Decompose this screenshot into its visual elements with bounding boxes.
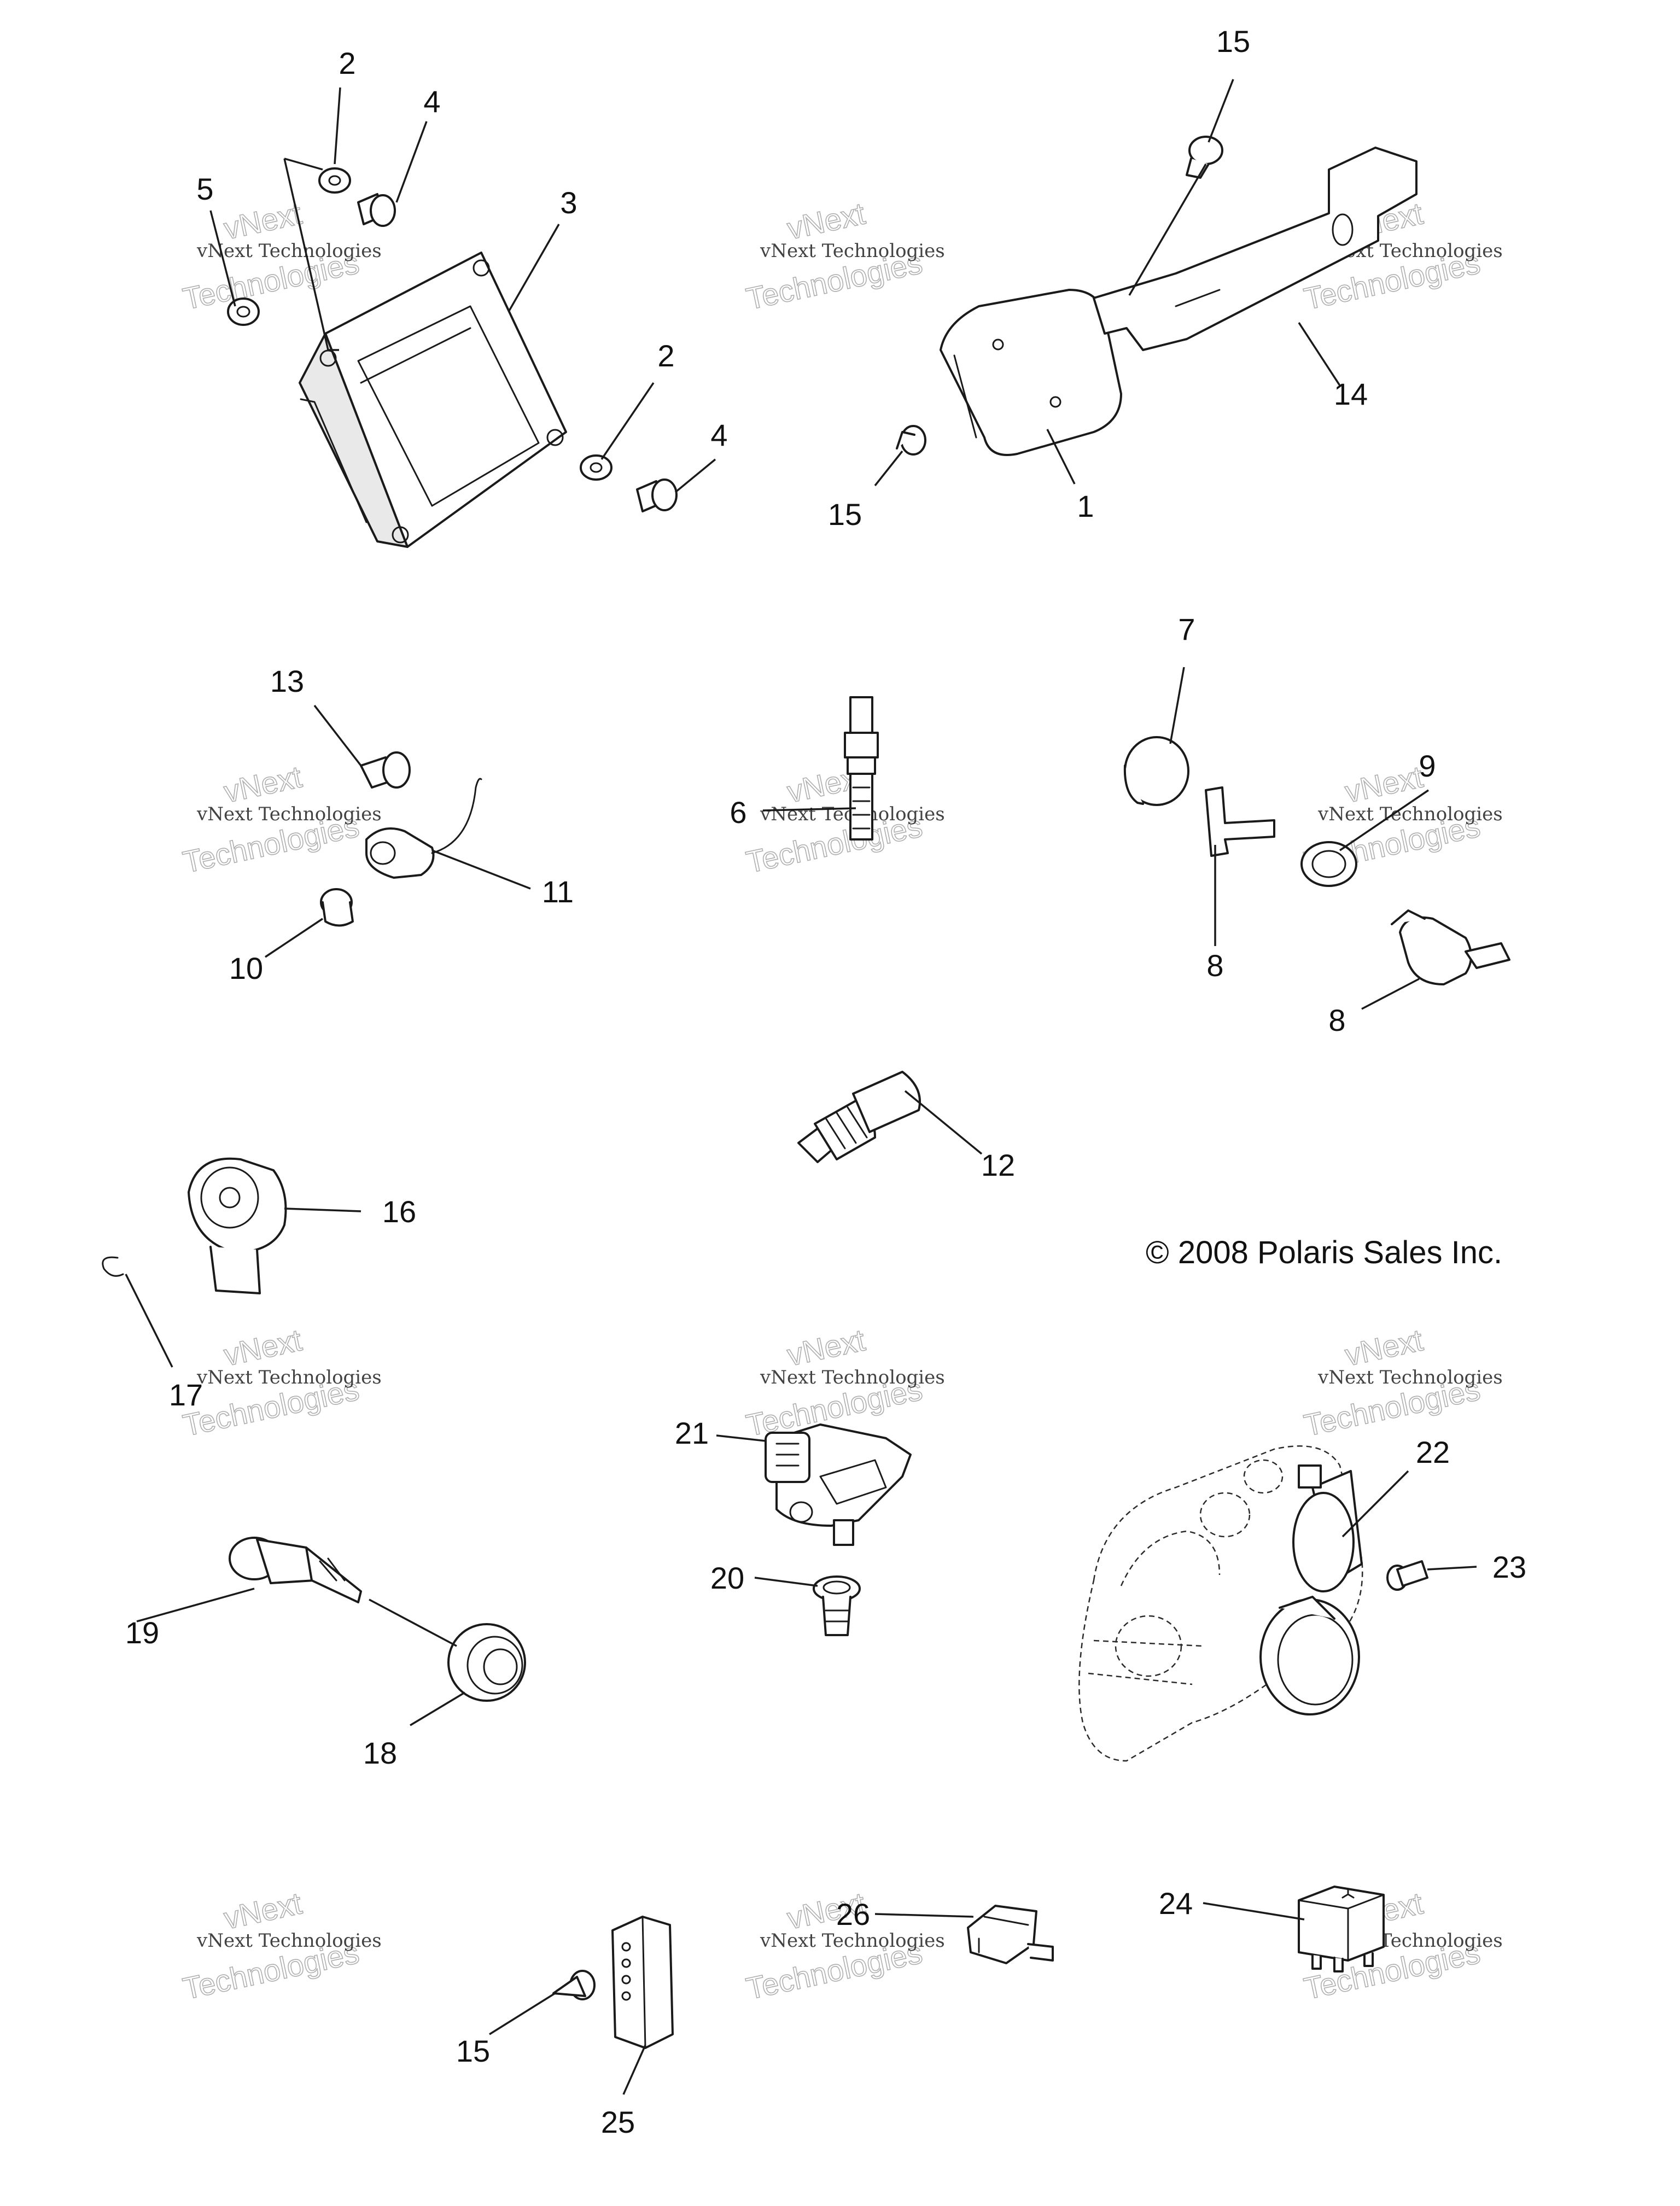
callout-6: 6 xyxy=(730,795,746,830)
callout-16: 16 xyxy=(382,1194,416,1229)
ecu-module xyxy=(299,252,567,548)
callout-23: 23 xyxy=(1492,1550,1526,1584)
sensor-with-lead xyxy=(365,778,482,879)
toggle-switch xyxy=(1298,1886,1385,1972)
callout-9: 9 xyxy=(1419,749,1436,783)
watermark-text: vNext Technologies xyxy=(196,240,382,262)
mounting-bracket xyxy=(1093,147,1418,351)
watermark-text: vNext Technologies xyxy=(760,1367,945,1388)
callout-14: 14 xyxy=(1334,377,1368,411)
screw xyxy=(357,193,396,227)
watermark-text: vNext Technologies xyxy=(196,803,382,825)
watermark: vNext Technologies vNext Technologies xyxy=(743,758,945,879)
watermark-text: vNext Technologies xyxy=(760,240,945,262)
map-sensor xyxy=(765,1423,912,1546)
watermark-text-outline: vNext xyxy=(784,1322,868,1372)
watermark: vNext Technologies vNext Technologies xyxy=(179,1885,382,2006)
callout-11: 11 xyxy=(542,874,574,909)
callout-17: 17 xyxy=(169,1378,203,1412)
washer xyxy=(580,454,612,481)
callout-19: 19 xyxy=(125,1615,159,1650)
callout-2: 2 xyxy=(657,339,674,373)
leader-lines xyxy=(125,79,1477,2095)
callout-5: 5 xyxy=(196,172,213,206)
watermark-text-outline: vNext xyxy=(1342,759,1426,809)
callout-22: 22 xyxy=(1416,1435,1450,1469)
seal xyxy=(813,1575,861,1636)
callout-labels: 1 2 2 3 4 4 5 6 7 8 8 9 10 11 12 13 14 1… xyxy=(125,24,1526,2139)
speed-sensor xyxy=(229,1537,362,1603)
watermark: vNext Technologies vNext Technologies xyxy=(179,1322,382,1443)
grommet xyxy=(227,297,260,326)
copyright-notice: © 2008 Polaris Sales Inc. xyxy=(1146,1235,1502,1270)
watermark: vNext Technologies vNext Technologies xyxy=(179,195,382,316)
push-rivet xyxy=(1186,136,1223,179)
nut-ring xyxy=(1300,841,1357,887)
push-rivet xyxy=(896,425,926,456)
washer xyxy=(318,167,351,194)
callout-8: 8 xyxy=(1206,948,1223,983)
watermark-text: vNext Technologies xyxy=(1317,1367,1503,1388)
callout-8: 8 xyxy=(1328,1003,1345,1037)
watermark-text-outline: vNext xyxy=(1342,1322,1426,1372)
callout-4: 4 xyxy=(710,418,727,452)
control-module xyxy=(611,1916,674,2049)
watermark-text-outline: vNext xyxy=(221,196,305,246)
watermark-text: vNext Technologies xyxy=(760,1930,945,1952)
callout-7: 7 xyxy=(1178,612,1195,646)
callout-15: 15 xyxy=(828,497,862,532)
retaining-clip xyxy=(102,1256,124,1277)
callout-25: 25 xyxy=(601,2105,635,2139)
callout-13: 13 xyxy=(270,664,304,698)
callout-26: 26 xyxy=(836,1897,870,1931)
callout-15: 15 xyxy=(1216,24,1250,59)
callout-15: 15 xyxy=(456,2034,490,2068)
grommet xyxy=(447,1623,526,1702)
watermark-text: vNext Technologies xyxy=(196,1367,382,1388)
callout-2: 2 xyxy=(339,46,355,80)
pressure-sensor xyxy=(797,1071,921,1163)
callout-4: 4 xyxy=(423,84,440,119)
watermark: vNext Technologies vNext Technologies xyxy=(179,758,382,879)
watermark-text: vNext Technologies xyxy=(1317,803,1503,825)
bolt xyxy=(360,751,411,789)
callout-12: 12 xyxy=(981,1148,1015,1182)
watermark-text-outline: vNext xyxy=(784,196,868,246)
throttle-body-assembly xyxy=(1078,1445,1363,1762)
switch-cap xyxy=(1123,736,1189,806)
temperature-sensor xyxy=(844,696,879,841)
watermark-text-outline: vNext xyxy=(221,759,305,809)
screw xyxy=(636,478,678,512)
knock-sensor xyxy=(188,1157,287,1294)
switch-body xyxy=(1391,909,1510,985)
relay-box xyxy=(940,289,1122,456)
callout-3: 3 xyxy=(560,185,577,220)
callout-20: 20 xyxy=(710,1561,744,1595)
screw xyxy=(1386,1560,1428,1591)
watermark-text: vNext Technologies xyxy=(196,1930,382,1952)
key-tab xyxy=(1205,786,1275,857)
callout-1: 1 xyxy=(1077,489,1094,523)
rocker-switch xyxy=(967,1905,1054,1964)
callout-24: 24 xyxy=(1159,1886,1193,1921)
callout-21: 21 xyxy=(675,1416,709,1450)
callout-18: 18 xyxy=(363,1736,397,1770)
watermark-text-outline: vNext xyxy=(221,1886,305,1935)
callout-10: 10 xyxy=(229,951,263,985)
push-rivet xyxy=(552,1970,596,2000)
plug xyxy=(320,888,354,927)
watermark: vNext Technologies vNext Technologies xyxy=(743,195,945,316)
watermark: vNext Technologies vNext Technologies xyxy=(1300,1322,1503,1443)
watermark-text-outline: vNext xyxy=(221,1322,305,1372)
watermark: vNext Technologies vNext Technologies xyxy=(743,1322,945,1443)
